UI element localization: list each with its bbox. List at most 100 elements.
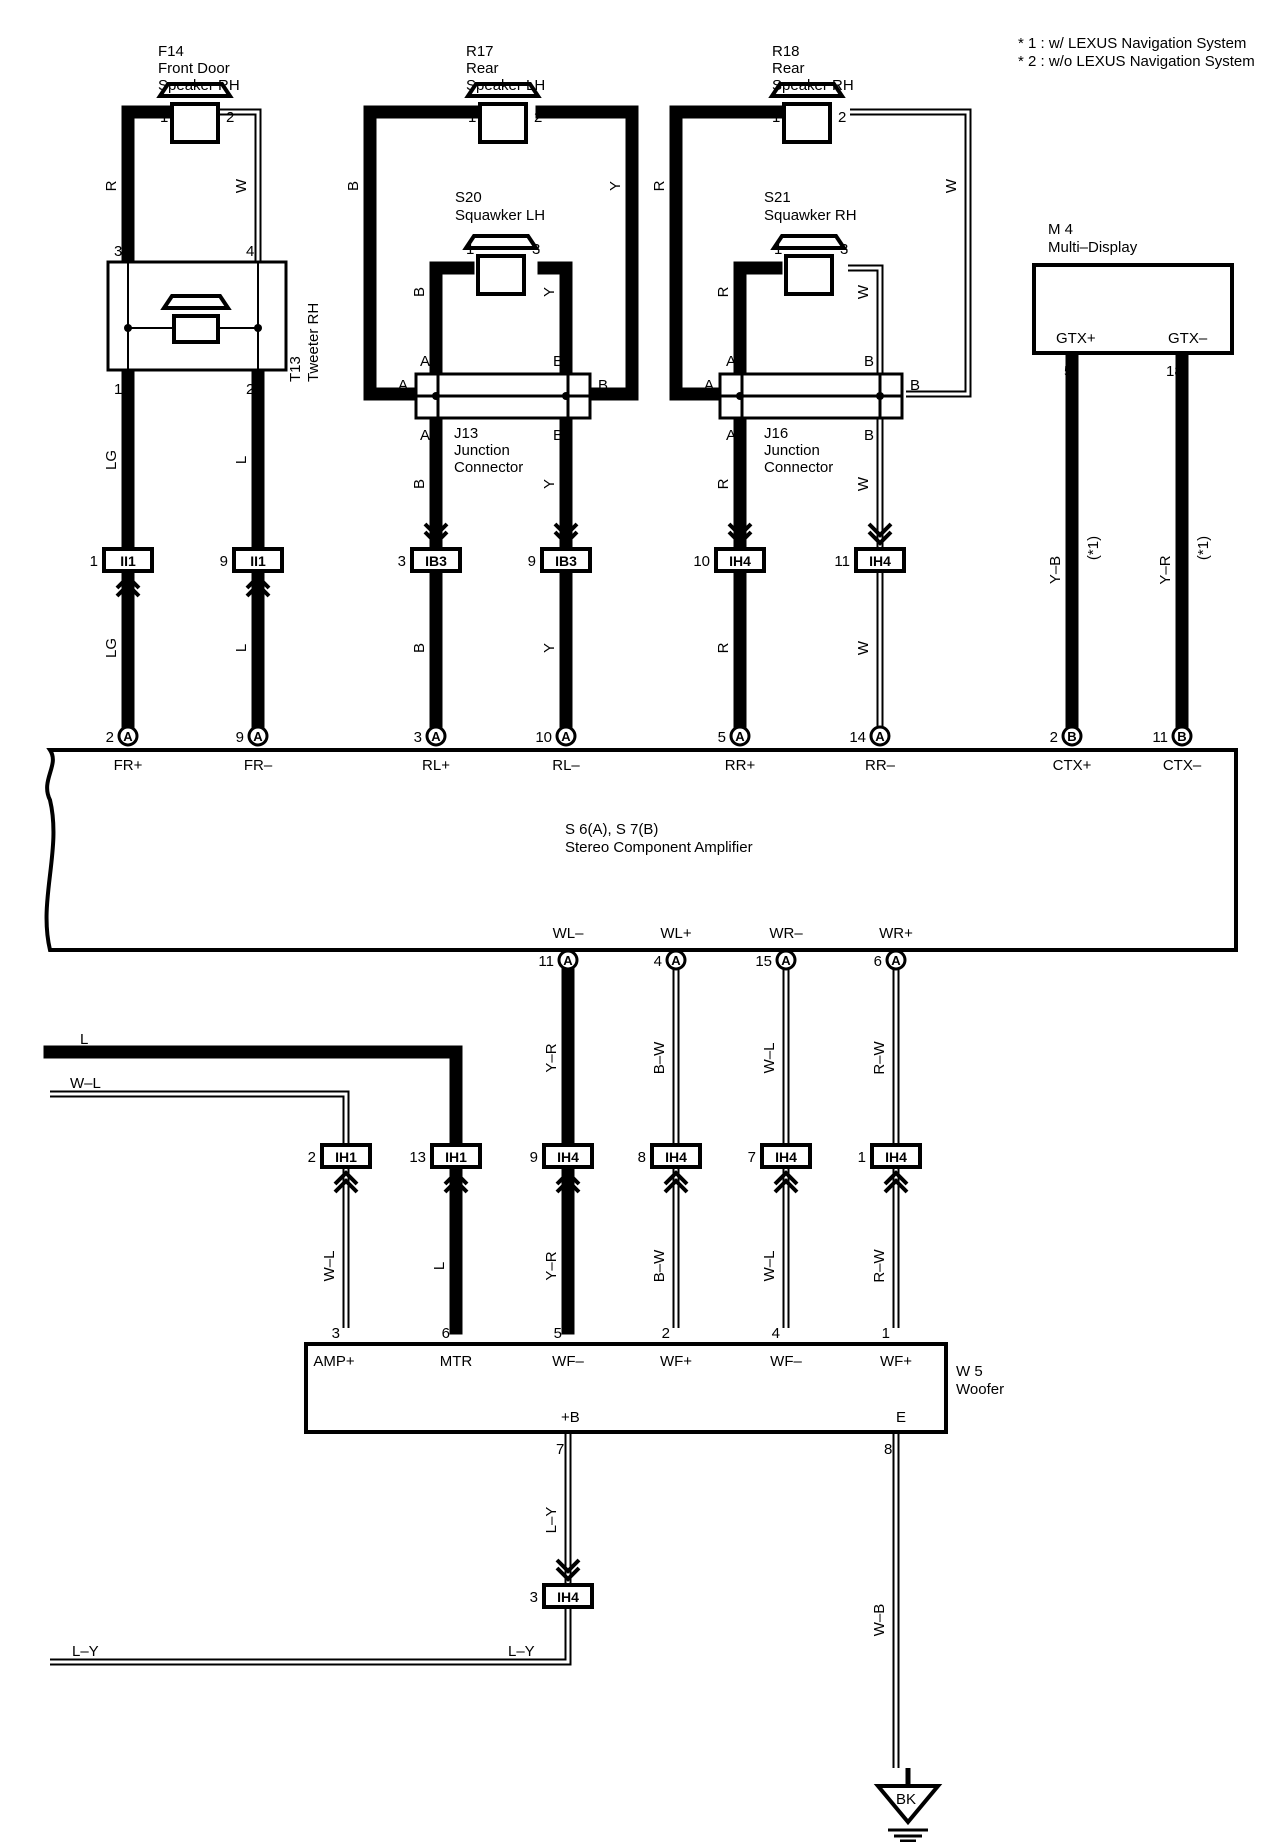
upper-connector-box-2 (410, 547, 462, 573)
svg-text:B: B (553, 427, 563, 444)
upper-connector-box-1 (232, 547, 284, 573)
upper-connector-box-5 (854, 547, 906, 573)
upper-connector-name-2: IB3 (425, 553, 447, 569)
upper-connector-chevron-a-3 (553, 522, 579, 538)
upper-connector-pin-5: 11 (834, 553, 850, 570)
lower-connector-name-2: IH4 (557, 1149, 579, 1165)
wire-label-rr-plus-top: R (715, 478, 732, 489)
amp-top-pin-1: 9 (236, 729, 244, 746)
svg-text:B: B (910, 377, 920, 394)
amp-top-terminal-3-conn: A (561, 729, 571, 744)
lower-connector-box-0 (320, 1143, 372, 1169)
speaker-s21: 1 3 (770, 234, 848, 296)
lower-connector-chevron-b-5 (883, 1178, 909, 1194)
thick-wires (43, 105, 1189, 1335)
svg-text:5: 5 (1064, 363, 1072, 380)
r18-id: R18 (772, 43, 800, 60)
lower-connector-pin-1: 13 (409, 1149, 426, 1166)
woofer-pin-0: 3 (332, 1325, 340, 1342)
wire-label-rl-plus-bottom: B (411, 643, 428, 653)
woofer-pin-5: 1 (882, 1325, 890, 1342)
amp-top-label-1: FR– (244, 757, 273, 774)
wire-label-rr-minus-bottom: W (855, 640, 872, 655)
amp-top-pin-3: 10 (535, 729, 552, 746)
wire-label-wr-plus-bottom: R–W (871, 1248, 888, 1282)
amp-id: S 6(A), S 7(B) (565, 821, 658, 838)
amp-bottom-terminal-2-circle (775, 949, 797, 971)
svg-text:+B: +B (561, 1409, 580, 1426)
amp-top-label-2: RL+ (422, 757, 450, 774)
lower-connector-pin-2: 9 (530, 1149, 538, 1166)
lower-connector-box-3 (650, 1143, 702, 1169)
ground-label: BK (896, 1791, 916, 1808)
woofer-pin-4: 4 (772, 1325, 780, 1342)
amp-top-terminal-3-circle (555, 725, 577, 747)
svg-text:GTX+: GTX+ (1056, 330, 1096, 347)
svg-text:3: 3 (840, 241, 848, 258)
upper-connector-pin-2: 3 (398, 553, 406, 570)
upper-connector-pin-4: 10 (693, 553, 710, 570)
amp-bottom-terminal-1-circle (665, 949, 687, 971)
amp-top-pin-4: 5 (718, 729, 726, 746)
tweeter-t13: 3 4 1 2 T13 Tweeter RH (106, 243, 322, 398)
wire-label-left-wl: W–L (70, 1075, 101, 1092)
wire-label-wl-plus-bottom: B–W (651, 1249, 668, 1282)
amp-bottom-label-2: WR– (769, 925, 803, 942)
lower-connector-box-4 (760, 1143, 812, 1169)
wire-label-rl-minus-top: Y (541, 479, 558, 489)
wire-label-rr-plus-bottom: R (715, 642, 732, 653)
lower-connector-pin-5: 1 (858, 1149, 866, 1166)
amp-top-terminal-0-conn: A (123, 729, 133, 744)
woofer-pin-1: 6 (442, 1325, 450, 1342)
upper-connector-chevron-a-5 (867, 522, 893, 538)
svg-text:2: 2 (838, 109, 846, 126)
wire-label-plusb: L–Y (543, 1507, 560, 1534)
amp-top-terminal-6-circle (1061, 725, 1083, 747)
svg-text:B: B (598, 377, 608, 394)
amp-top-pin-0: 2 (106, 729, 114, 746)
amp-top-label-6: CTX+ (1053, 757, 1092, 774)
lower-connector-name-3: IH4 (665, 1149, 687, 1165)
wire-label-fr-minus-top: L (233, 456, 250, 464)
r17-line1: Rear (466, 60, 499, 77)
amp-top-terminal-5-circle (869, 725, 891, 747)
wire-label-r17-outer-left: B (345, 181, 362, 191)
svg-text:8: 8 (884, 1441, 892, 1458)
wire-label-fr-plus-bottom: LG (103, 638, 120, 658)
note-1: * 1 : w/ LEXUS Navigation System (1018, 35, 1246, 52)
amp-top-label-7: CTX– (1163, 757, 1202, 774)
upper-connector-box-0 (102, 547, 154, 573)
amp-top-terminal-7-conn: B (1177, 729, 1186, 744)
woofer-line1: Woofer (956, 1381, 1004, 1398)
amp-top-pin-5: 14 (849, 729, 866, 746)
s21-line1: Squawker RH (764, 207, 857, 224)
wire-label-wl-minus-top: Y–R (543, 1043, 560, 1072)
note-2: * 2 : w/o LEXUS Navigation System (1018, 53, 1255, 70)
amp-top-terminal-2-circle (425, 725, 447, 747)
amp-top-pin-7: 11 (1152, 729, 1168, 746)
j13-line2: Connector (454, 459, 523, 476)
lower-connector-chevron-a-2 (555, 1170, 581, 1186)
speaker-f14: 1 2 (156, 82, 234, 144)
amp-top-terminal-2-conn: A (431, 729, 441, 744)
j16-id: J16 (764, 425, 788, 442)
r17-line2: Speaker LH (466, 77, 545, 94)
amp-top-label-5: RR– (865, 757, 896, 774)
amp-top-terminal-4-circle (729, 725, 751, 747)
svg-text:A: A (704, 377, 714, 394)
wire-note-ctx-plus: (*1) (1085, 536, 1102, 560)
woofer-terminal-label-5: WF+ (880, 1353, 912, 1370)
t13-line1: Tweeter RH (305, 303, 322, 382)
j16-line1: Junction (764, 442, 820, 459)
wire-label-s20-left: B (411, 287, 428, 297)
upper-connector-pin-3: 9 (528, 553, 536, 570)
upper-connector-chevron-a-0 (115, 574, 141, 590)
svg-text:B: B (864, 353, 874, 370)
upper-connector-name-4: IH4 (729, 553, 751, 569)
upper-connector-pin-1: 9 (220, 553, 228, 570)
svg-text:1: 1 (160, 109, 168, 126)
svg-text:A: A (398, 377, 408, 394)
